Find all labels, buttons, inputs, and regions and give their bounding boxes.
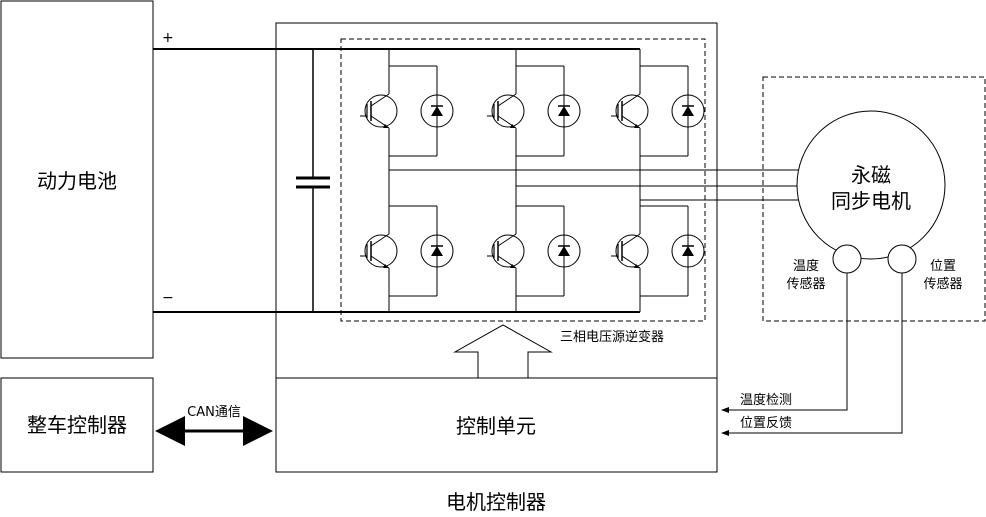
temp-detect-label: 温度检测: [740, 392, 792, 408]
switch-c-lower: [610, 205, 705, 297]
phase-leg-a: [359, 49, 800, 312]
phase-leg-b: [486, 49, 800, 312]
plus-sign: +: [162, 30, 174, 46]
pos-sensor-label-2: 传感器: [923, 276, 962, 292]
control-unit-box: [275, 377, 718, 473]
motor-box: [762, 76, 986, 322]
motor-label-line1: 永磁: [851, 163, 891, 187]
temp-sensor-label-1: 温度: [793, 258, 819, 274]
battery-box: [0, 0, 154, 359]
control-unit-label: 控制单元: [456, 414, 536, 438]
phase-leg-c: [610, 49, 800, 312]
can-label: CAN通信: [187, 405, 241, 420]
pos-sensor-label-1: 位置: [930, 259, 956, 274]
battery-label: 动力电池: [37, 169, 117, 193]
vcu-box: [0, 377, 154, 473]
temp-sensor-label-2: 传感器: [786, 276, 825, 292]
temp-sensor: [832, 244, 862, 274]
motor-controller-box: [275, 22, 718, 473]
inverter-label: 三相电压源逆变器: [560, 329, 664, 345]
motor-controller-title: 电机控制器: [446, 490, 546, 514]
pmsm-motor: [796, 110, 946, 260]
dc-link-capacitor: [296, 49, 330, 312]
temp-detect-wire: [721, 273, 848, 413]
gate-drive-arrow: [453, 324, 553, 378]
vcu-label: 整车控制器: [27, 413, 127, 437]
pos-feedback-label: 位置反馈: [740, 416, 792, 431]
switch-c-upper: [610, 65, 705, 157]
inverter-box: [340, 38, 706, 322]
position-sensor: [887, 244, 917, 274]
switch-a-lower: [359, 205, 454, 297]
switch-a-upper: [359, 65, 454, 157]
switch-b-upper: [486, 65, 581, 157]
pos-feedback-wire: [721, 273, 903, 436]
motor-label-line2: 同步电机: [831, 189, 911, 213]
switch-b-lower: [486, 205, 581, 297]
minus-sign: −: [162, 290, 174, 306]
